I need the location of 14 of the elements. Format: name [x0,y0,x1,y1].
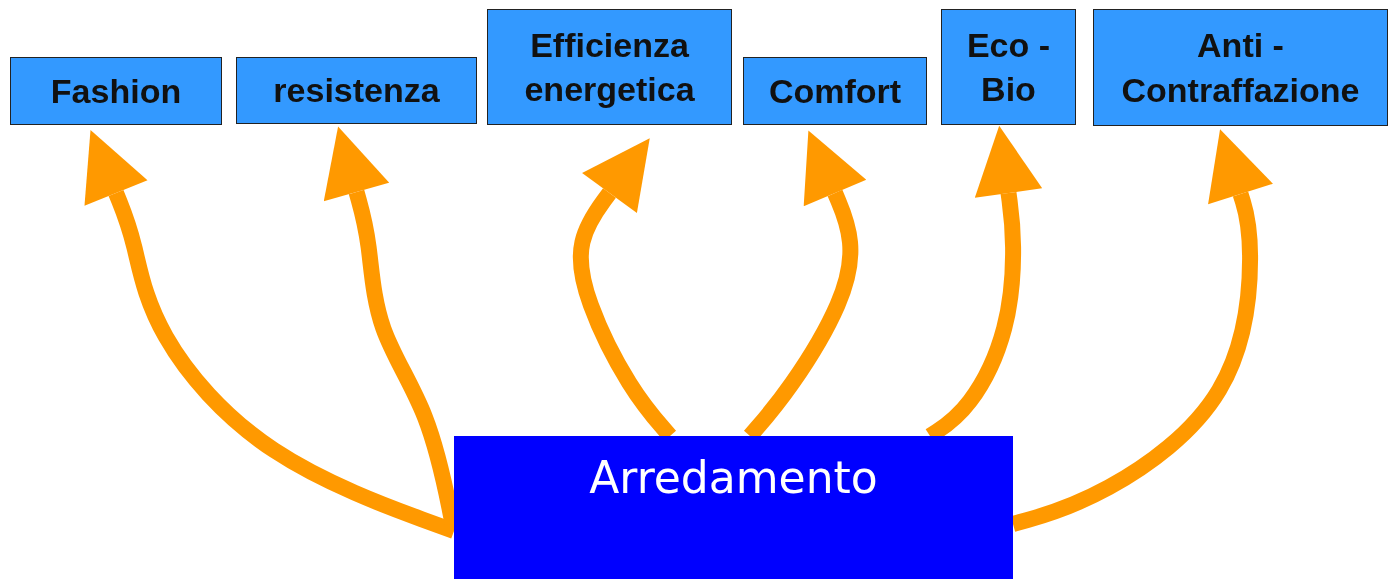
box-label: Fashion [50,70,182,112]
box-label: Comfort [768,70,902,112]
topic-box [487,9,732,125]
main-box [454,436,1013,579]
box-label: Anti - Contraffazione [1120,25,1361,111]
topic-box [941,9,1076,125]
topic-box [10,57,222,125]
box-label: resistenza [273,70,440,112]
topic-box [236,57,477,124]
box-label: Arredamento [589,452,878,503]
box-label: Efficienza energetica [523,24,696,110]
topic-box [743,57,927,125]
box-label: Eco - Bio [965,24,1052,110]
topic-box [1093,9,1388,126]
